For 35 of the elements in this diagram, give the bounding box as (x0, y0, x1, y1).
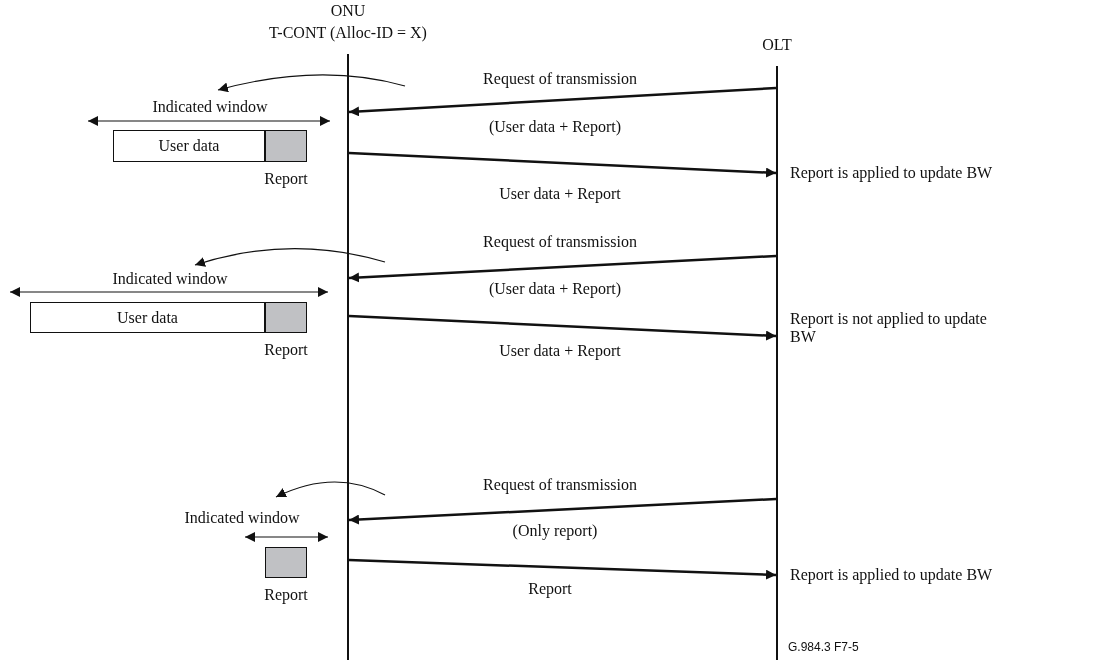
note-text: Report is not applied to update BW (790, 310, 988, 346)
edge-label: User data + Report (498, 185, 622, 203)
annotation-text: (Only report) (511, 522, 599, 540)
frame-label: User data (158, 137, 220, 155)
message-arrow (348, 314, 777, 341)
report-label: Report (263, 341, 309, 359)
message-arrow (348, 86, 777, 117)
edge-label: User data + Report (498, 342, 622, 360)
annotation-text: (User data + Report) (487, 280, 623, 298)
user-data-frame (30, 302, 265, 333)
report-label: Report (263, 586, 309, 604)
user-data-frame (113, 130, 265, 162)
lifeline-label: OLT (761, 36, 793, 54)
edge-label: Request of transmission (482, 476, 638, 494)
edge-label: Request of transmission (482, 233, 638, 251)
report-block (265, 547, 307, 578)
report-label: Report (263, 170, 309, 188)
annotation-text: Indicated window (151, 98, 269, 116)
report-block (265, 130, 307, 162)
report-block (265, 302, 307, 333)
note-text: Report is applied to update BW (790, 566, 993, 584)
message-arrow (348, 558, 777, 580)
lifeline-label: ONU (329, 2, 367, 20)
frame-label: User data (117, 308, 178, 327)
edge-label: Report (527, 580, 573, 598)
figure-id: G.984.3 F7-5 (788, 639, 859, 656)
annotation-text: Indicated window (111, 270, 229, 288)
note-text: Report is applied to update BW (790, 164, 993, 182)
message-arrow (348, 497, 777, 525)
annotation-text: (User data + Report) (487, 118, 623, 136)
lifeline-label: T-CONT (Alloc-ID = X) (268, 24, 428, 42)
annotation-text: Indicated window (183, 509, 301, 527)
message-arrow (348, 151, 777, 178)
message-arrow (348, 254, 777, 283)
edge-label: Request of transmission (482, 70, 638, 88)
